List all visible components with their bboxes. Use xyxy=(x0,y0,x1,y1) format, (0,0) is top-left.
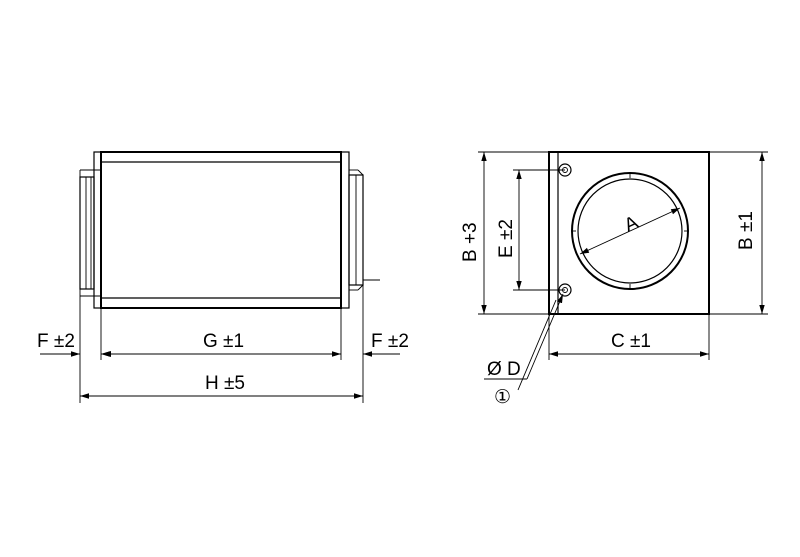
dim-b-pm1-label: B ±1 xyxy=(736,211,757,250)
dim-f-left-label: F ±2 xyxy=(37,331,75,352)
outlet-ring-inner xyxy=(577,178,683,284)
side-right-plate xyxy=(340,151,350,309)
dim-b-plus3-label: B +3 xyxy=(460,222,481,262)
dim-e-label: E ±2 xyxy=(496,219,517,258)
side-body xyxy=(100,151,342,309)
callout-marker: ① xyxy=(494,387,511,408)
side-left-spigot xyxy=(79,176,95,290)
dim-d-label: Ø D xyxy=(487,359,521,380)
callout-leader xyxy=(517,299,557,391)
dim-d-leader xyxy=(526,293,564,380)
dim-c-label: C ±1 xyxy=(611,331,651,352)
dim-h-label: H ±5 xyxy=(205,373,245,394)
side-left-plate xyxy=(93,151,102,309)
dim-a-label: A xyxy=(621,212,642,237)
dim-a-line xyxy=(579,207,681,255)
end-view: A B +3 E ±2 B ±1 C ±1 Ø D ① xyxy=(460,151,768,408)
end-body xyxy=(548,151,710,315)
side-view: F ±2 G ±1 F ±2 H ±5 xyxy=(37,151,409,403)
dim-g-label: G ±1 xyxy=(203,331,244,352)
dim-f-right-label: F ±2 xyxy=(371,331,409,352)
